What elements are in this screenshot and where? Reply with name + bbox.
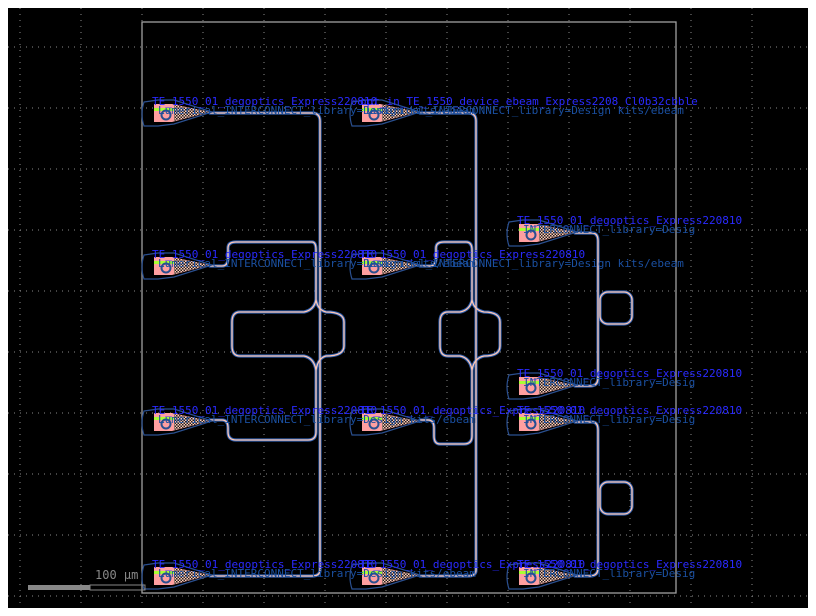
grid	[8, 8, 808, 608]
gc-lib-label: INTERCONNECT_library=Desig	[523, 223, 696, 236]
gc-lib-label: Lumerical_INTERCONNECT_library=Design ki…	[366, 257, 684, 270]
gc-label: opt_in_TE_1550_device_ebeam_Express2208_…	[360, 95, 698, 108]
gc-lib-label: Lumerical_INTERCONNECT_library=Design ki…	[366, 104, 684, 117]
gc-label: TE_1550_01_degoptics_Express220810	[517, 404, 743, 417]
gc-lib-label: INTERCONNECT_library=Desig	[523, 567, 696, 580]
gc-lib-label: Lumerical_INTERCONNECT_library=Design ki…	[158, 413, 476, 426]
gc-label: TE_1550_01_degoptics_Express220810	[360, 248, 586, 261]
gc-label: TE_1550_01_degoptics_Express220810	[360, 404, 586, 417]
layout-drawing	[8, 8, 808, 608]
gc-label: TE_1550_01_degoptics_Express220810	[152, 404, 378, 417]
cell-boundary	[141, 21, 677, 594]
gc-label: TE_1550_01_degoptics_Express220810	[517, 558, 743, 571]
waveguides	[208, 111, 634, 578]
gc-lib-label: Lumerical_INTERCONNECT_library=Design ki…	[158, 567, 476, 580]
gc-lib-label: INTERCONNECT_library=Desig	[523, 413, 696, 426]
gc-label: TE_1550_01_degoptics_Express220810	[152, 95, 378, 108]
gc-label: TE_1550_01_degoptics_Express220810	[152, 248, 378, 261]
gc-label: TE_1550_01_degoptics_Express220810	[517, 214, 743, 227]
gc-label: TE_1550_01_degoptics_Express220810	[152, 558, 378, 571]
gc-lib-label: Lumerical_INTERCONNECT_library=Design ki…	[158, 257, 476, 270]
labels-layer: TE_1550_01_degoptics_Express220810 Lumer…	[8, 8, 808, 608]
gc-label: TE_1550_01_degoptics_Express220810	[517, 367, 743, 380]
scale-bar-label: 100 µm	[95, 568, 139, 582]
layout-canvas[interactable]: TE_1550_01_degoptics_Express220810 Lumer…	[8, 8, 808, 608]
scale-bar	[28, 584, 146, 591]
gc-label: TE_1550_01_degoptics_Express220810	[360, 558, 586, 571]
gc-lib-label: INTERCONNECT_library=Desig	[523, 376, 696, 389]
gc-lib-label: Lumerical_INTERCONNECT_library=Design ki…	[158, 104, 476, 117]
